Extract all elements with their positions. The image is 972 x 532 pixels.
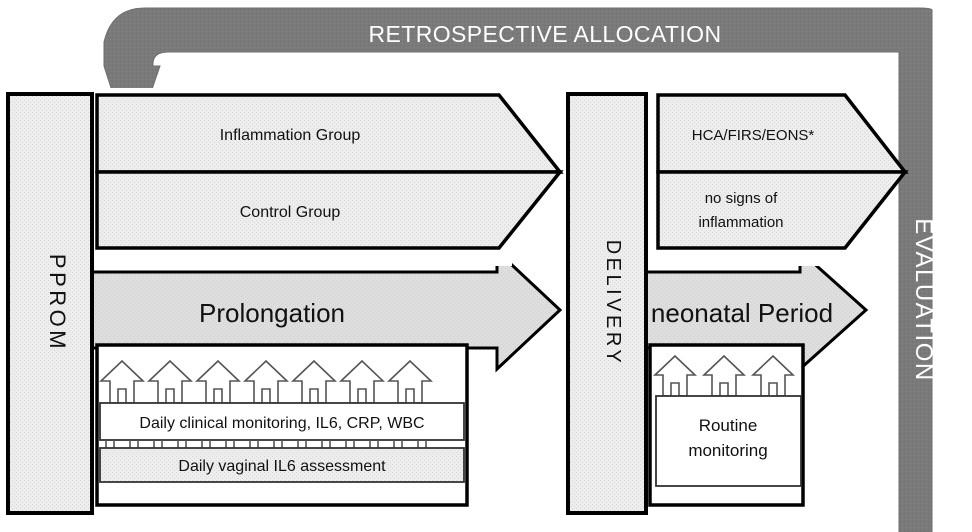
daily-vaginal-il6-label: Daily vaginal IL6 assessment — [178, 458, 386, 475]
routine-monitoring-label-line1: Routine — [699, 416, 758, 435]
up-arrow-icon — [147, 359, 193, 404]
up-arrow-icon — [339, 359, 385, 404]
no-inflammation-label-line1: no signs of — [705, 190, 778, 207]
up-arrow-icon — [99, 359, 145, 404]
up-arrow-icon — [701, 354, 747, 397]
stage-evaluation: EVALUATION — [910, 218, 937, 381]
routine-monitoring-label-line2: monitoring — [688, 441, 767, 460]
allocation-group-inflammation: Inflammation Group — [95, 93, 564, 174]
daily-vaginal-il6-box: Daily vaginal IL6 assessment — [99, 447, 465, 483]
prolongation-label: Prolongation — [199, 298, 345, 328]
allocation-band-shape — [103, 7, 933, 532]
banner-label: RETROSPECTIVE ALLOCATION — [369, 21, 722, 47]
stage-delivery: DELIVERY — [566, 92, 648, 515]
neonatal-monitoring-arrows — [652, 354, 796, 397]
delivery-bar — [566, 92, 648, 515]
neonatal-monitoring-panel: Routine monitoring — [648, 343, 805, 507]
up-arrow-icon — [387, 359, 433, 404]
up-arrow-icon — [195, 359, 241, 404]
neonatal-label: neonatal Period — [651, 298, 833, 328]
up-arrow-icon — [243, 359, 289, 404]
pprom-bar — [6, 92, 94, 515]
up-arrow-icon — [750, 354, 796, 397]
control-group-shape — [95, 170, 564, 250]
antenatal-monitoring-panel: Daily clinical monitoring, IL6, CRP, WBC… — [95, 343, 469, 507]
daily-clinical-monitoring-box: Daily clinical monitoring, IL6, CRP, WBC — [99, 402, 465, 441]
outcome-group-no-inflammation: no signs of inflammation — [656, 170, 909, 250]
stage-pprom: PPROM — [6, 92, 94, 515]
retrospective-allocation-band: RETROSPECTIVE ALLOCATION — [103, 7, 933, 532]
no-inflammation-shape — [656, 170, 909, 250]
period-neonatal: neonatal Period — [598, 247, 869, 373]
up-arrow-icon — [291, 359, 337, 404]
allocation-group-control: Control Group — [95, 170, 564, 250]
inflammation-group-label: Inflammation Group — [220, 127, 361, 144]
pprom-label: PPROM — [45, 254, 70, 352]
outcome-group-hca: HCA/FIRS/EONS* — [656, 93, 909, 174]
monitoring-tick-connectors — [105, 440, 427, 448]
hca-firs-eons-label: HCA/FIRS/EONS* — [692, 127, 815, 144]
up-arrow-icon — [652, 354, 698, 397]
daily-clinical-monitoring-label: Daily clinical monitoring, IL6, CRP, WBC — [139, 415, 424, 432]
routine-monitoring-rect — [655, 395, 802, 487]
delivery-label: DELIVERY — [602, 240, 624, 367]
daily-vaginal-il6-rect — [99, 447, 465, 483]
control-group-label: Control Group — [240, 204, 341, 221]
daily-clinical-monitoring-rect — [99, 402, 465, 441]
antenatal-monitoring-arrows — [99, 359, 433, 404]
no-inflammation-label-line2: inflammation — [698, 214, 783, 231]
evaluation-label: EVALUATION — [910, 218, 937, 381]
routine-monitoring-box: Routine monitoring — [655, 395, 802, 487]
